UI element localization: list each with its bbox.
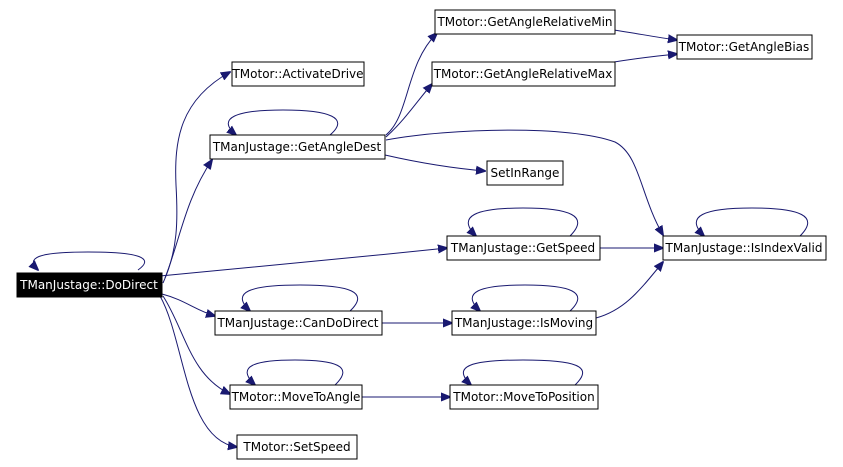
edge-getanglerelativemin-getanglebias [613, 29, 677, 40]
edge-candodirect-self [242, 284, 358, 311]
node-is-moving[interactable]: TManJustage::IsMoving [451, 310, 597, 336]
node-get-angle-relative-max-label: TMotor::GetAngleRelativeMax [433, 67, 613, 81]
node-get-speed-label: TManJustage::GetSpeed [450, 241, 595, 255]
edge-dodirect-getspeed [159, 248, 447, 277]
edge-dodirect-activatedrive [162, 72, 230, 284]
nodes: TManJustage::DoDirect TMotor::ActivateDr… [16, 9, 827, 460]
edge-dodirect-self [33, 251, 146, 270]
node-is-index-valid-label: TManJustage::IsIndexValid [665, 241, 823, 255]
edge-movetoposition-self [463, 359, 584, 385]
node-get-angle-relative-min-label: TMotor::GetAngleRelativeMin [436, 15, 612, 29]
node-get-angle-dest[interactable]: TManJustage::GetAngleDest [209, 134, 386, 160]
node-can-do-direct-label: TManJustage::CanDoDirect [216, 316, 378, 330]
node-get-angle-dest-label: TManJustage::GetAngleDest [212, 140, 382, 154]
edge-dodirect-setspeed [159, 295, 237, 447]
node-move-to-position-label: TMotor::MoveToPosition [452, 390, 594, 404]
node-get-angle-bias-label: TMotor::GetAngleBias [678, 40, 810, 54]
node-set-in-range[interactable]: SetInRange [486, 160, 564, 186]
node-is-index-valid[interactable]: TManJustage::IsIndexValid [662, 235, 827, 261]
node-can-do-direct[interactable]: TManJustage::CanDoDirect [214, 310, 383, 336]
edge-getspeed-self [468, 207, 579, 236]
node-get-angle-relative-min[interactable]: TMotor::GetAngleRelativeMin [434, 9, 616, 35]
edge-isindexvalid-self [696, 207, 809, 236]
edge-ismoving-self [472, 284, 579, 311]
edge-getangledest-setinrange [384, 154, 485, 171]
node-activate-drive[interactable]: TMotor::ActivateDrive [231, 61, 365, 87]
edge-dodirect-candodirect [161, 293, 215, 316]
node-move-to-position[interactable]: TMotor::MoveToPosition [449, 384, 599, 410]
edge-getanglerelativemax-getanglebias [613, 54, 677, 63]
node-move-to-angle-label: TMotor::MoveToAngle [231, 390, 361, 404]
edge-getangledest-self [228, 109, 339, 135]
edge-movetoangle-self [247, 359, 344, 385]
node-move-to-angle[interactable]: TMotor::MoveToAngle [229, 384, 363, 410]
edge-getangledest-getanglerelativemax [385, 84, 432, 138]
node-set-speed[interactable]: TMotor::SetSpeed [236, 434, 358, 460]
node-set-speed-label: TMotor::SetSpeed [242, 440, 350, 454]
edge-getangledest-getanglerelativemin [385, 33, 437, 136]
node-activate-drive-label: TMotor::ActivateDrive [231, 67, 363, 81]
edge-dodirect-getangledest [164, 160, 212, 279]
edge-getangledest-isindexvalid [385, 129, 663, 235]
node-get-angle-bias[interactable]: TMotor::GetAngleBias [676, 34, 813, 60]
edges [33, 29, 809, 447]
node-get-speed[interactable]: TManJustage::GetSpeed [446, 235, 601, 261]
node-set-in-range-label: SetInRange [491, 166, 560, 180]
node-do-direct[interactable]: TManJustage::DoDirect [16, 272, 163, 298]
node-do-direct-label: TManJustage::DoDirect [19, 278, 158, 292]
node-get-angle-relative-max[interactable]: TMotor::GetAngleRelativeMax [431, 61, 616, 87]
edge-dodirect-movetoangle [162, 295, 230, 394]
node-is-moving-label: TManJustage::IsMoving [454, 316, 593, 330]
edge-ismoving-isindexvalid [595, 262, 663, 319]
